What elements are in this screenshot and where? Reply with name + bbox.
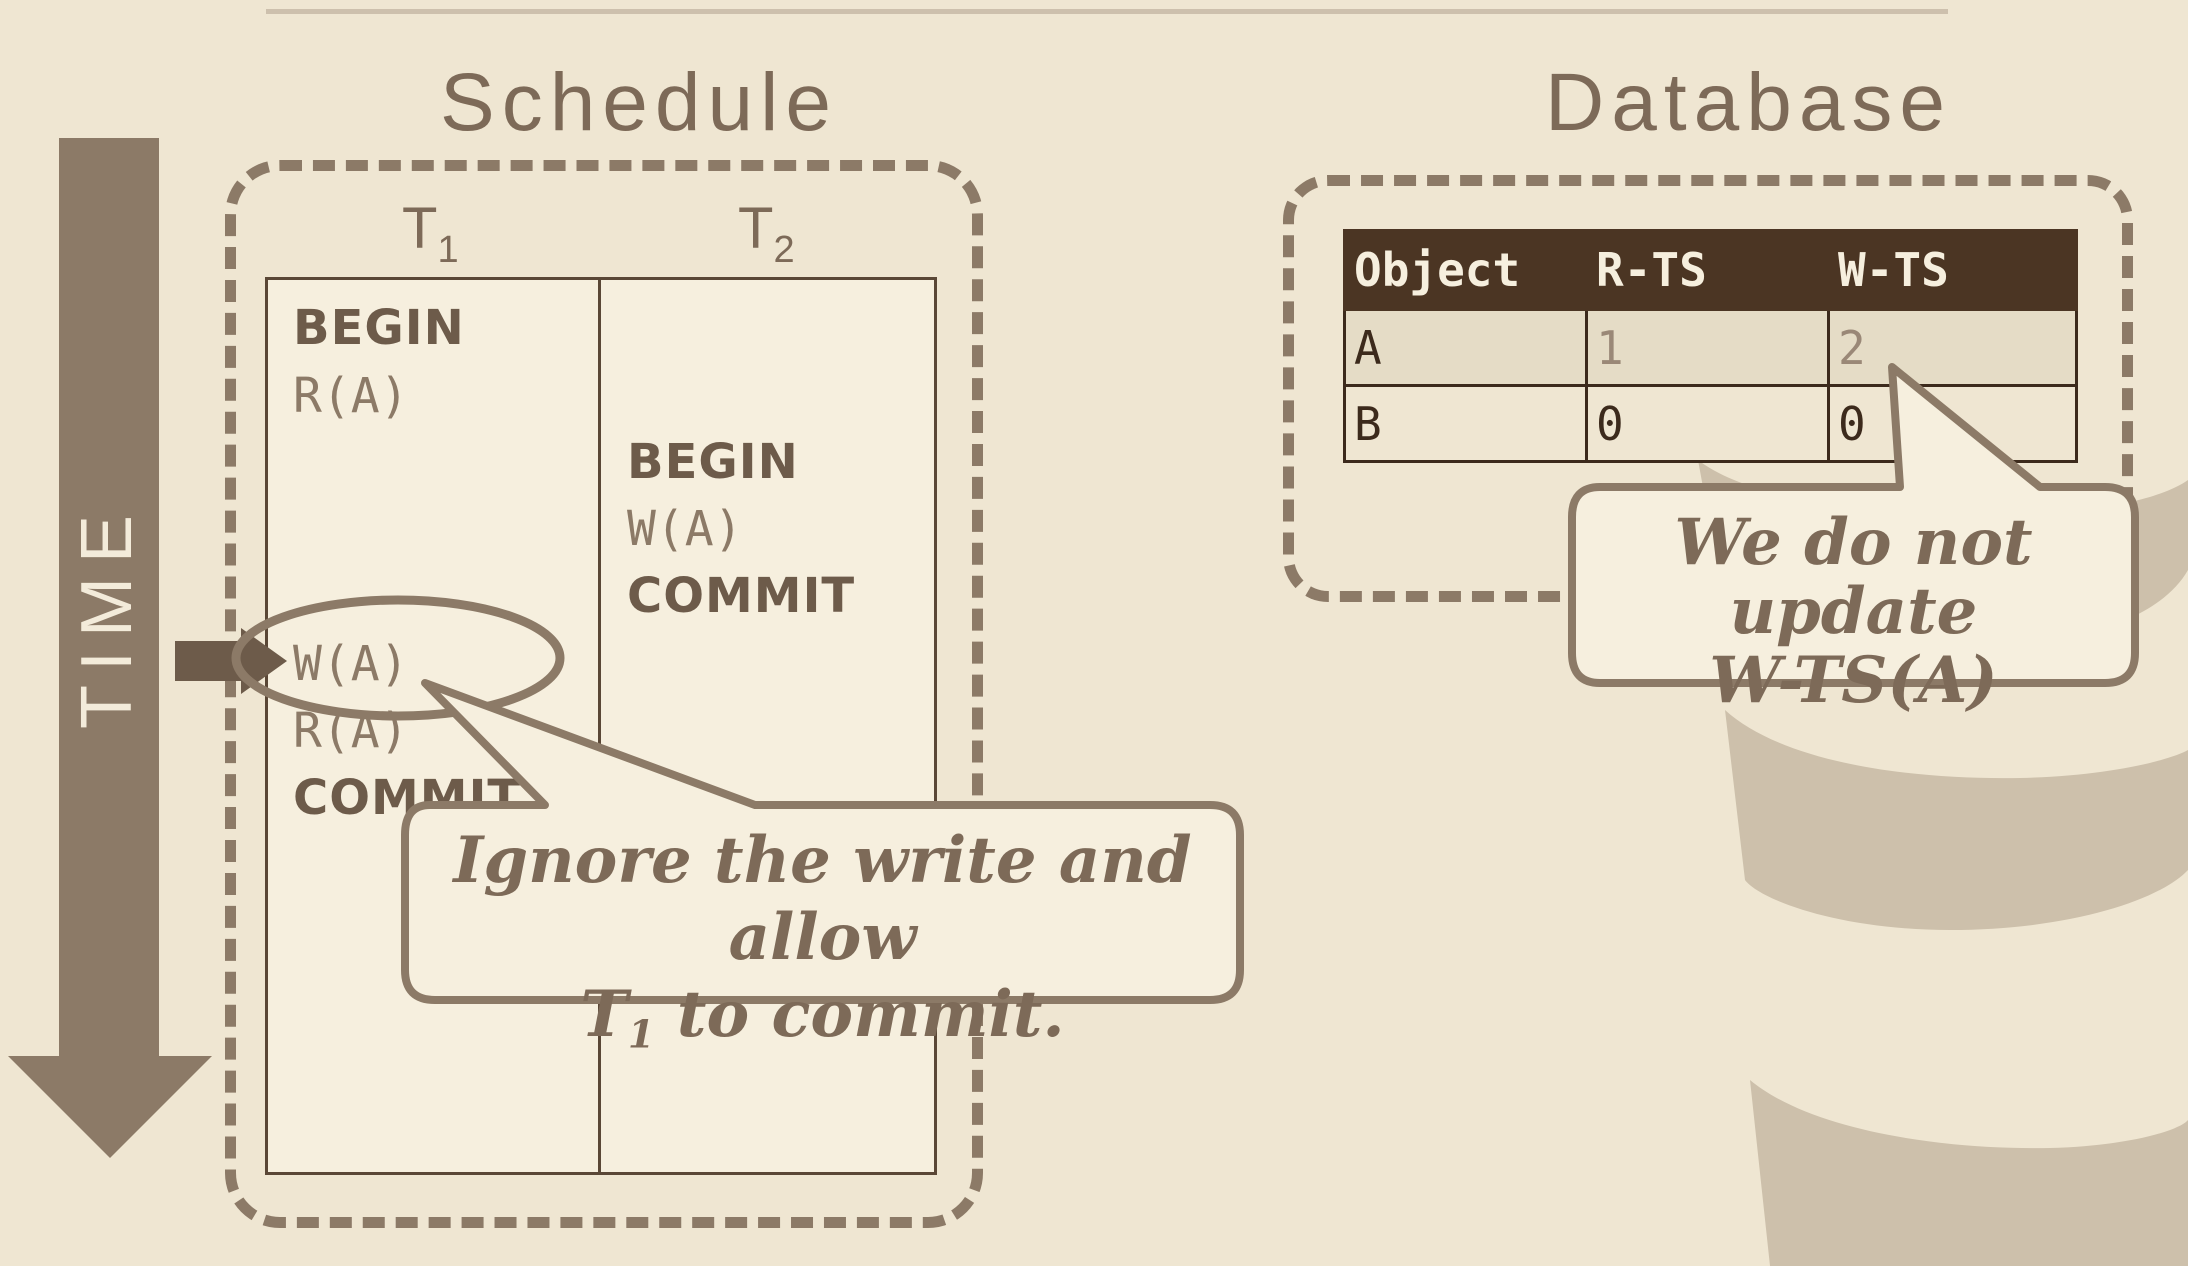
schedule-table [265, 277, 937, 1175]
noupdate-callout-text: We do not update W-TS(A) [1674, 505, 2033, 719]
highlight-ellipse [231, 595, 565, 721]
cell-r-ts: 0 [1585, 384, 1830, 463]
cell-w-ts: 2 [1827, 308, 2078, 387]
table-header-row: Object R-TS W-TS [1343, 229, 2078, 311]
t1-header: T1 [402, 196, 459, 271]
t2-write-a: W(A) [627, 501, 743, 557]
time-arrow-icon [8, 138, 212, 1158]
schedule-title: Schedule [440, 57, 838, 148]
cell-r-ts: 1 [1585, 308, 1830, 387]
top-rule [266, 9, 1948, 14]
column-header-object: Object [1343, 229, 1588, 311]
schedule-box [225, 160, 983, 1228]
column-header-r-ts: R-TS [1585, 229, 1830, 311]
noupdate-callout-bubble [1568, 363, 2139, 687]
database-title: Database [1545, 57, 1953, 148]
t1-read-a: R(A) [293, 368, 409, 424]
t2-header: T2 [738, 196, 795, 271]
t1-write-a: W(A) [293, 636, 409, 692]
timestamp-table: Object R-TS W-TS A 1 2 B 0 0 [1343, 229, 2078, 463]
cell-object: B [1343, 384, 1588, 463]
ignore-callout-text: Ignore the write and allow T1 to commit. [453, 823, 1192, 1058]
column-header-w-ts: W-TS [1827, 229, 2078, 311]
cell-object: A [1343, 308, 1588, 387]
table-row: B 0 0 [1343, 384, 2078, 463]
t1-begin: BEGIN [293, 300, 465, 356]
ignore-callout-bubble [401, 679, 1244, 1004]
schedule-divider [598, 277, 601, 1175]
t2-begin: BEGIN [627, 434, 799, 490]
table-row: A 1 2 [1343, 308, 2078, 387]
t2-commit: COMMIT [627, 568, 856, 624]
current-op-pointer-icon [175, 628, 287, 694]
